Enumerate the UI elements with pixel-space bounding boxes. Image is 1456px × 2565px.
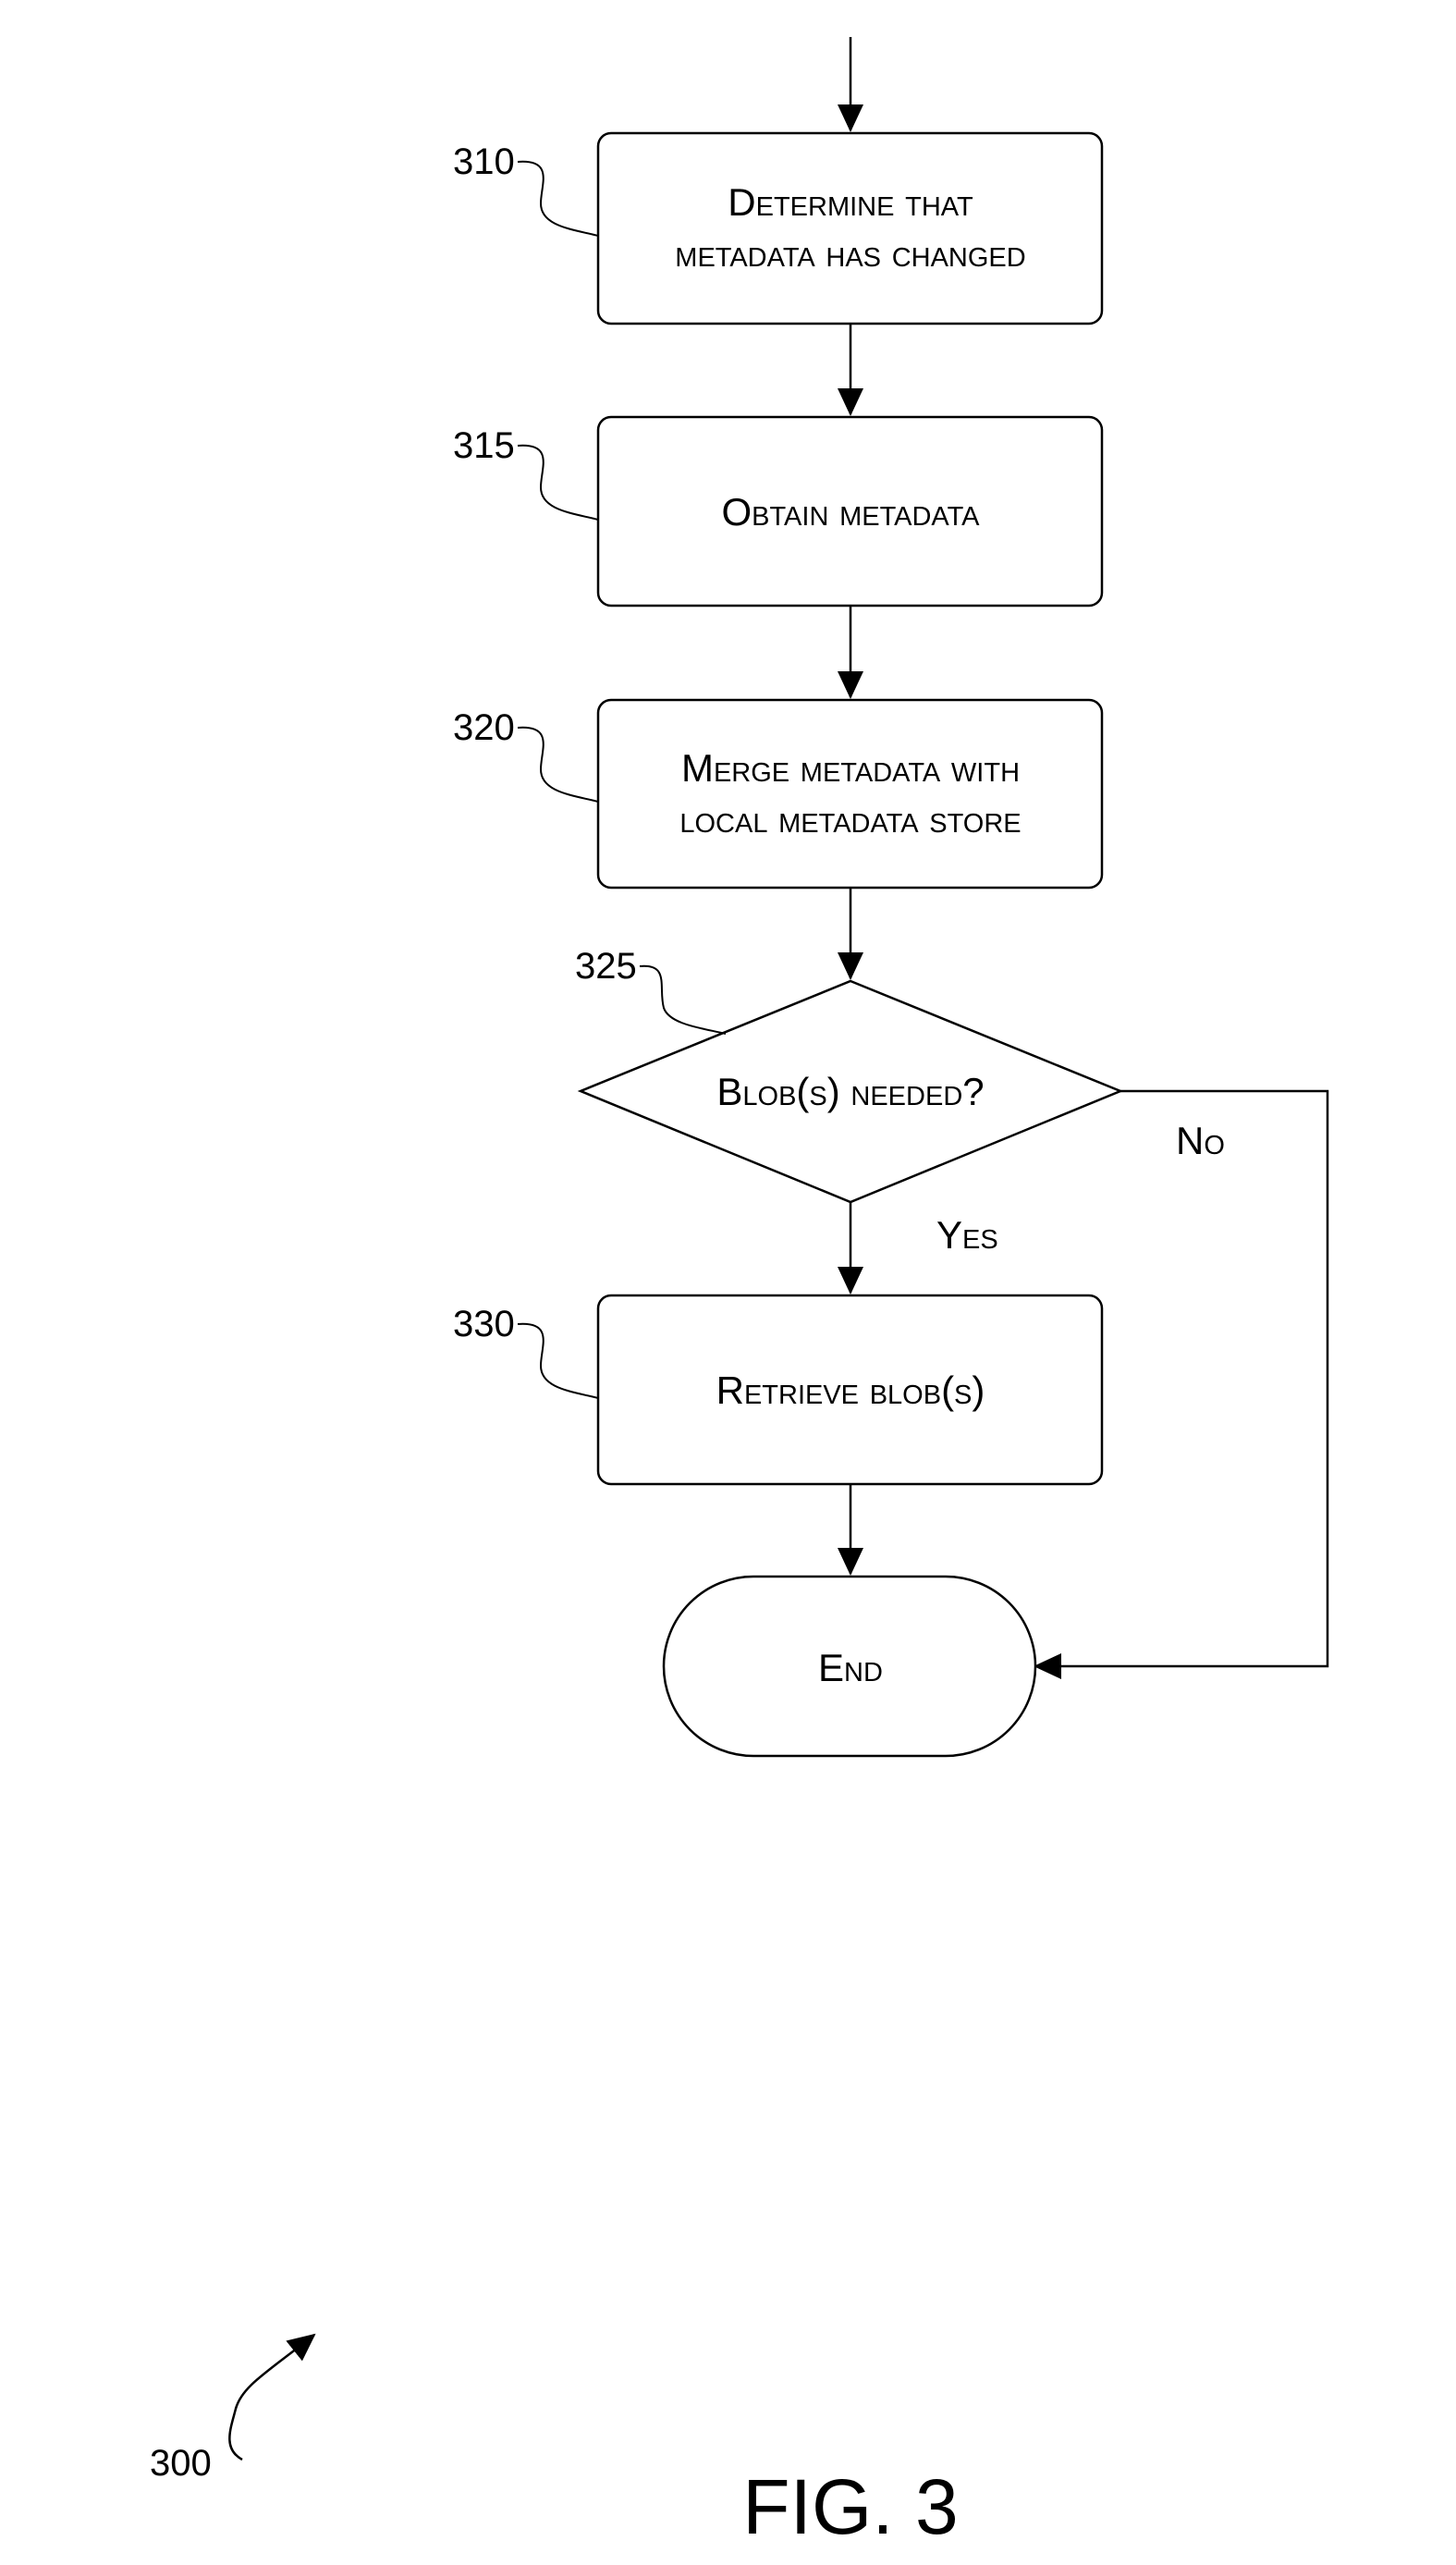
- figure-ref-number: 300: [150, 2443, 212, 2484]
- figure-caption: FIG. 3: [742, 2463, 958, 2550]
- step-315-ref: 315: [453, 425, 515, 466]
- step-330-text: Retrieve blob(s): [716, 1368, 985, 1412]
- branch-yes-label: Yes: [936, 1213, 998, 1257]
- step-320-leader: [518, 728, 598, 802]
- step-315-leader: [518, 446, 598, 520]
- step-310-text-line1: Determine that: [728, 180, 973, 224]
- step-315-text: Obtain metadata: [721, 490, 980, 534]
- step-310-text-line2: metadata has changed: [675, 231, 1025, 275]
- step-310-leader: [518, 162, 598, 236]
- step-310-ref: 310: [453, 141, 515, 182]
- decision-325-ref: 325: [575, 946, 637, 987]
- figure-ref-leader-arrow: [229, 2335, 314, 2460]
- step-330-leader: [518, 1324, 598, 1398]
- decision-325-leader: [640, 966, 726, 1034]
- step-320-ref: 320: [453, 707, 515, 748]
- step-330-ref: 330: [453, 1304, 515, 1344]
- step-320-box: [598, 700, 1102, 888]
- branch-no-label: No: [1176, 1119, 1225, 1162]
- step-320-text-line1: Merge metadata with: [681, 746, 1020, 790]
- decision-325-text: Blob(s) needed?: [716, 1070, 984, 1113]
- step-310-box: [598, 133, 1102, 324]
- end-text: End: [818, 1646, 883, 1689]
- step-320-text-line2: local metadata store: [679, 797, 1021, 841]
